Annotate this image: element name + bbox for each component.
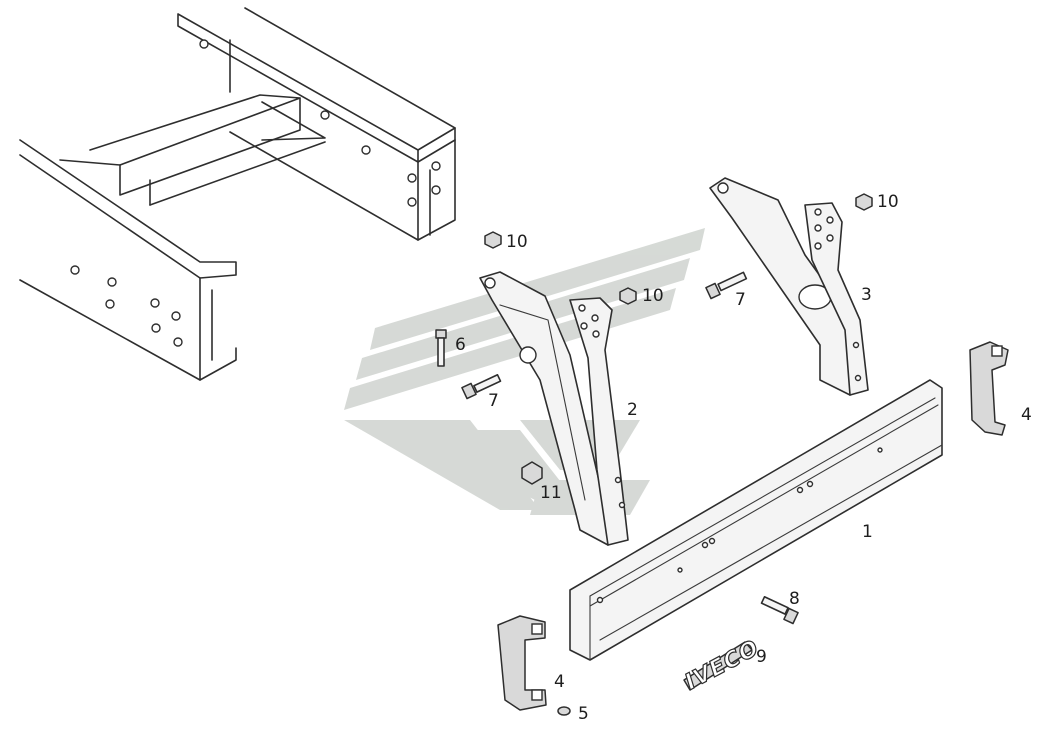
nut-10-a (484, 231, 502, 249)
callout-2: 2 (627, 400, 638, 420)
callout-4-left: 4 (554, 672, 565, 692)
chassis-frame (19, 7, 456, 381)
callout-9: 9 (756, 647, 767, 667)
callout-4-right: 4 (1021, 405, 1032, 425)
callout-1: 1 (862, 522, 873, 542)
bolt-7-left (461, 373, 502, 400)
bolt-8 (760, 595, 799, 625)
frame-hole (199, 39, 209, 49)
callout-6: 6 (455, 335, 466, 355)
callout-7-right: 7 (735, 290, 746, 310)
callout-8: 8 (789, 589, 800, 609)
step-bar (569, 379, 943, 661)
callout-10-b: 10 (642, 286, 664, 306)
callout-5: 5 (578, 704, 589, 724)
bolt-6 (435, 329, 447, 367)
handle-left (497, 615, 547, 711)
callout-11: 11 (540, 483, 562, 503)
nut-11 (521, 461, 543, 485)
iveco-emblem-text: IVECO (681, 636, 763, 696)
callout-10-a: 10 (506, 232, 528, 252)
callout-10-c: 10 (877, 192, 899, 212)
iveco-emblem: IVECO (680, 635, 764, 696)
callout-7-left: 7 (488, 391, 499, 411)
callout-3: 3 (861, 285, 872, 305)
bracket-left (479, 271, 629, 546)
screw-5 (557, 706, 571, 716)
bolt-7-right (705, 271, 748, 300)
handle-right (969, 341, 1009, 436)
nut-10-b (619, 287, 637, 305)
bracket-right (709, 177, 869, 396)
nut-10-c (855, 193, 873, 211)
